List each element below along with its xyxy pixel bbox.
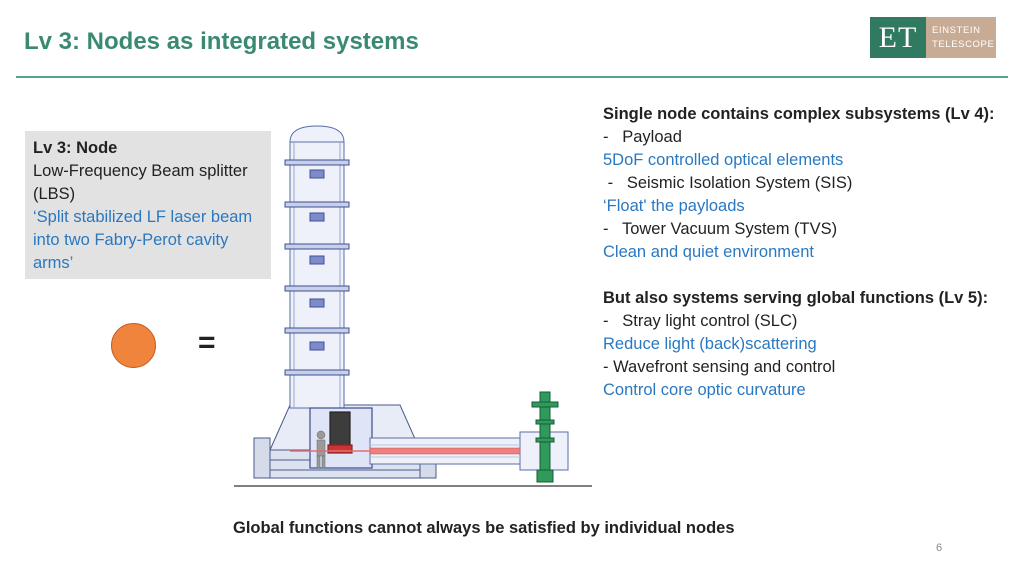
- page-title: Lv 3: Nodes as integrated systems: [24, 28, 419, 55]
- subsystems-heading: Single node contains complex subsystems …: [603, 105, 995, 123]
- section-gap: [603, 264, 1003, 287]
- payload-chamber: [309, 407, 373, 469]
- global-heading: But also systems serving global function…: [603, 289, 989, 307]
- footer-statement: Global functions cannot always be satisf…: [233, 519, 735, 537]
- subsystem-desc-tvs: Clean and quiet environment: [603, 243, 814, 261]
- end-station: [531, 391, 559, 483]
- node-description-box: Lv 3: Node Low-Frequency Beam splitter (…: [25, 131, 271, 279]
- equals-sign: =: [198, 326, 216, 359]
- page-number: 6: [936, 542, 943, 554]
- logo-line-1: EINSTEIN: [932, 24, 981, 36]
- node-quote-3: arms’: [33, 254, 74, 272]
- person-figure: [316, 430, 326, 469]
- suspension-stages: [309, 169, 325, 351]
- logo-line-2: TELESCOPE: [932, 38, 995, 50]
- subsystem-desc-sis: ‘Float' the payloads: [603, 197, 745, 215]
- laser-beam: [369, 447, 521, 455]
- node-line-1: Low-Frequency Beam splitter: [33, 162, 248, 180]
- node-quote-1: ‘Split stabilized LF laser beam: [33, 208, 253, 226]
- node-circle-icon: [111, 323, 156, 368]
- title-divider: [16, 76, 1008, 78]
- subsystem-desc-payload: 5DoF controlled optical elements: [603, 151, 844, 169]
- subsystems-panel: Single node contains complex subsystems …: [603, 103, 1003, 402]
- tower-column: [289, 125, 345, 409]
- subsystem-item-tvs: - Tower Vacuum System (TVS): [603, 220, 838, 238]
- global-desc-wfs: Control core optic curvature: [603, 381, 806, 399]
- global-desc-slc: Reduce light (back)scattering: [603, 335, 817, 353]
- global-item-slc: - Stray light control (SLC): [603, 312, 798, 330]
- logo-wordmark: EINSTEIN TELESCOPE: [926, 17, 996, 58]
- node-heading: Lv 3: Node: [33, 139, 118, 157]
- node-line-2: (LBS): [33, 185, 76, 203]
- subsystem-item-sis: - Seismic Isolation System (SIS): [603, 174, 853, 192]
- tower-flanges: [284, 159, 350, 376]
- einstein-telescope-logo: ET EINSTEIN TELESCOPE: [870, 17, 996, 58]
- global-item-wfs: - Wavefront sensing and control: [603, 358, 836, 376]
- subsystem-item-payload: - Payload: [603, 128, 682, 146]
- logo-mark: ET: [870, 17, 926, 58]
- tower-drawing: [234, 125, 592, 487]
- node-quote-2: into two Fabry-Perot cavity: [33, 231, 229, 249]
